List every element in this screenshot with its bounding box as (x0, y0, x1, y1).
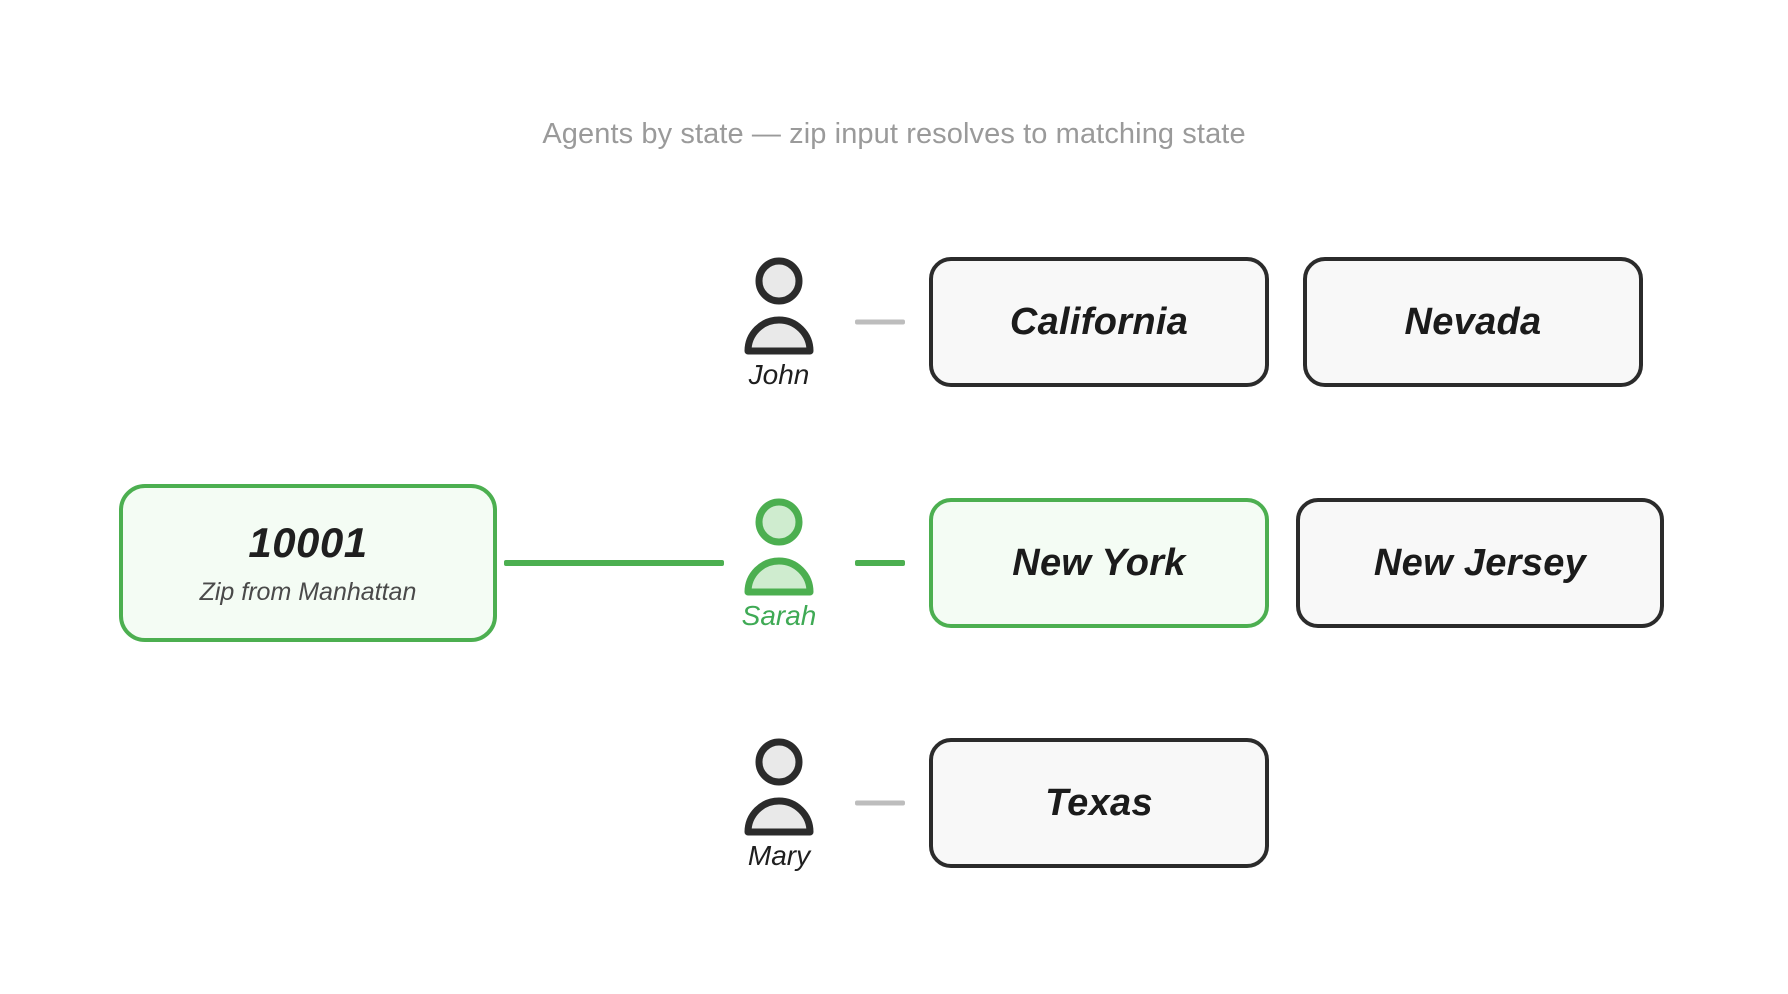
state-label: New York (1012, 541, 1186, 584)
connector-sarah-to-newyork (855, 560, 905, 566)
zip-note: Zip from Manhattan (199, 577, 417, 606)
agent-mary[interactable]: Mary (714, 736, 844, 870)
connector-zip-to-sarah (504, 560, 724, 566)
state-label: California (1009, 300, 1189, 343)
state-chip-new-york[interactable]: New York (929, 498, 1269, 628)
state-chip-nevada[interactable]: Nevada (1303, 257, 1643, 387)
agent-name-john: John (748, 359, 810, 390)
state-label: Nevada (1404, 300, 1542, 343)
state-label: Texas (1045, 781, 1153, 824)
connector-mary-to-texas (855, 800, 905, 806)
zip-input-card[interactable]: 10001 Zip from Manhattan (119, 484, 497, 642)
state-chip-texas[interactable]: Texas (929, 738, 1269, 868)
connector-john-to-california (855, 319, 905, 325)
state-chip-california[interactable]: California (929, 257, 1269, 387)
state-chip-new-jersey[interactable]: New Jersey (1296, 498, 1664, 628)
person-icon (744, 257, 814, 355)
person-icon (744, 498, 814, 596)
agent-john[interactable]: John (714, 255, 844, 389)
page-subtitle: Agents by state — zip input resolves to … (542, 118, 1246, 150)
state-label: New Jersey (1373, 541, 1587, 584)
person-icon (744, 738, 814, 836)
agent-sarah[interactable]: Sarah (714, 496, 844, 630)
zip-value: 10001 (248, 518, 368, 566)
agent-name-mary: Mary (747, 840, 811, 871)
agent-name-sarah: Sarah (741, 600, 817, 631)
